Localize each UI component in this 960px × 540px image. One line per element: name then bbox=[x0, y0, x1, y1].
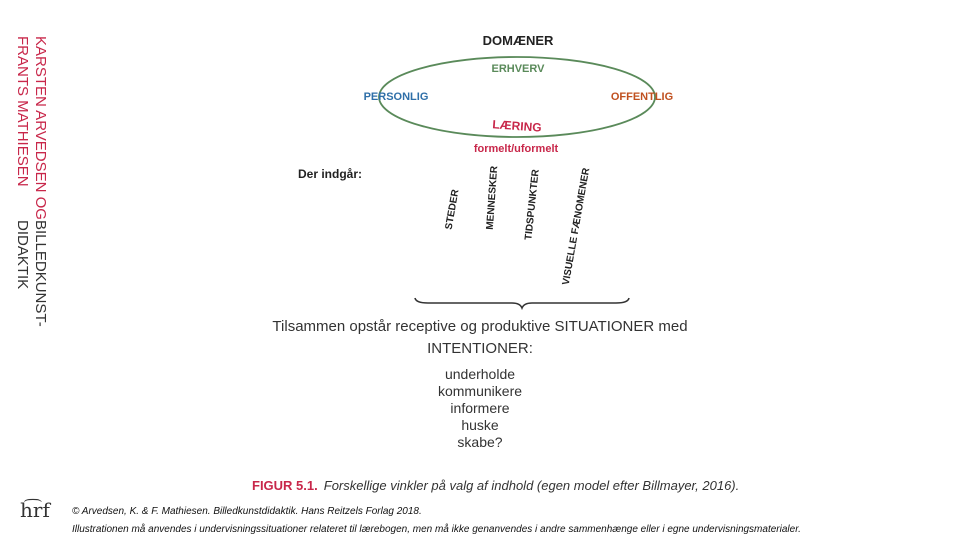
copyright-line: © Arvedsen, K. & F. Mathiesen. Billedkun… bbox=[72, 506, 422, 517]
title-line-1: BILLEDKUNST- bbox=[32, 220, 49, 327]
domains-title: DOMÆNER bbox=[483, 33, 554, 48]
book-title-vertical: KARSTEN ARVEDSEN OG FRANTS MATHIESEN bbox=[10, 36, 49, 336]
item-tidspunkter: TIDSPUNKTER bbox=[523, 168, 541, 241]
intention-item: underholde bbox=[444, 366, 516, 382]
figure-caption: FIGUR 5.1. Forskellige vinkler på valg af… bbox=[252, 478, 739, 493]
title-line-2: DIDAKTIK bbox=[14, 220, 31, 289]
curly-brace bbox=[414, 297, 630, 311]
intention-item: skabe? bbox=[457, 434, 503, 450]
item-mennesker: MENNESKER bbox=[485, 165, 500, 230]
book-title-vertical-dark: BILLEDKUNST- DIDAKTIK bbox=[10, 220, 50, 340]
item-visuelle-faenomener: VISUELLE FÆNOMENER bbox=[561, 166, 593, 286]
publisher-logo: h͡rf bbox=[20, 498, 50, 522]
item-steder: STEDER bbox=[444, 188, 462, 231]
label-erhverv: ERHVERV bbox=[492, 63, 546, 75]
label-offentlig: OFFENTLIG bbox=[611, 91, 673, 103]
intention-item: kommunikere bbox=[437, 383, 523, 399]
label-personlig: PERSONLIG bbox=[364, 91, 429, 103]
figure-number: FIGUR 5.1. bbox=[252, 478, 318, 493]
label-formelt-uformelt: formelt/uformelt bbox=[474, 143, 559, 155]
domains-ellipse bbox=[378, 56, 656, 138]
author-line-1: KARSTEN ARVEDSEN OG bbox=[32, 36, 49, 220]
intention-item: huske bbox=[461, 417, 499, 433]
label-laering: LÆRING bbox=[492, 117, 542, 134]
summary-line-1: Tilsammen opstår receptive og produktive… bbox=[272, 318, 688, 335]
includes-label: Der indgår: bbox=[298, 167, 362, 181]
author-line-2: FRANTS MATHIESEN bbox=[14, 36, 31, 187]
figure-caption-text: Forskellige vinkler på valg af indhold (… bbox=[323, 478, 740, 493]
usage-notice: Illustrationen må anvendes i undervisnin… bbox=[72, 524, 801, 535]
intention-item: informere bbox=[450, 400, 510, 416]
summary-line-2: INTENTIONER: bbox=[427, 340, 533, 357]
